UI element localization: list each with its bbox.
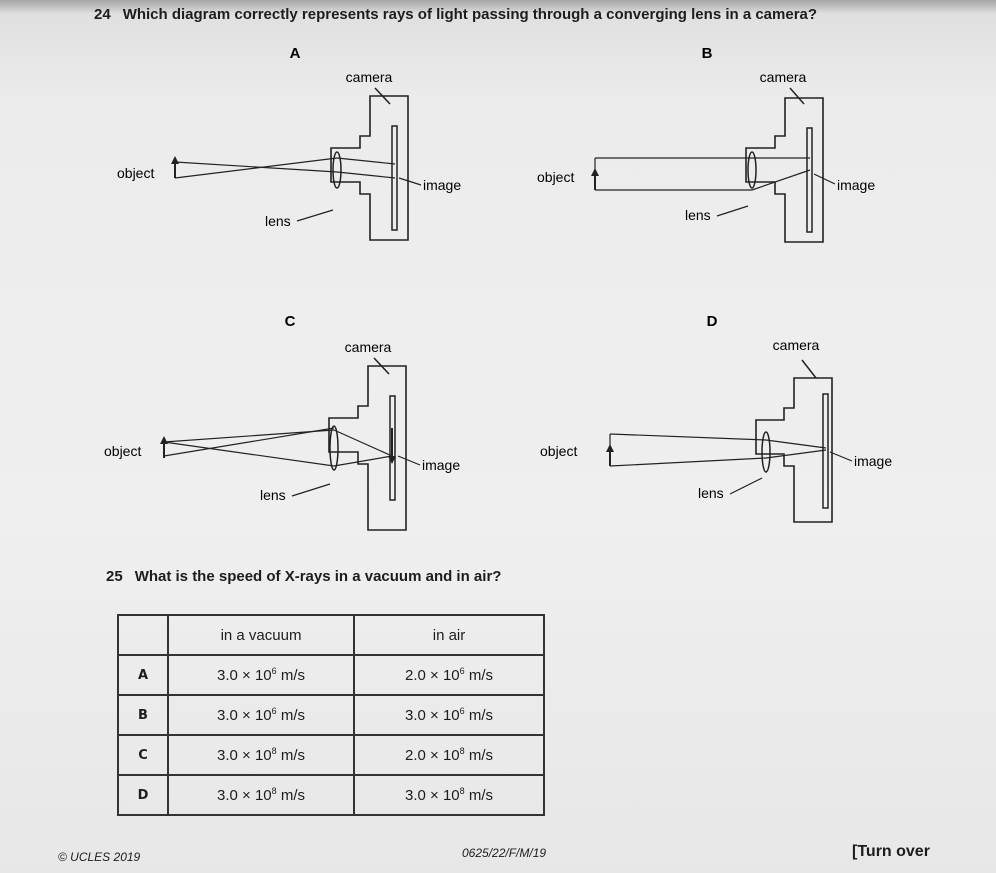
lens-leader-line [729,477,763,495]
image-label: image [423,177,461,193]
ray [609,457,767,467]
image-label: image [422,457,460,473]
air-value: 3.0 × 106 m/s [353,694,545,736]
diagram-c: C camera object image lens [100,308,480,538]
camera-leader-line [789,87,805,105]
lens-leader-line [291,483,331,497]
diagram-letter: D [707,313,718,330]
diagram-letter: C [285,313,296,330]
ray [163,441,335,467]
option-key: D [117,774,169,816]
vacuum-value: 3.0 × 108 m/s [167,734,355,776]
ray [174,157,338,179]
question-text: Which diagram correctly represents rays … [122,6,818,23]
ray [609,433,767,441]
image-leader-line [397,455,421,466]
question-number: 25 [106,568,123,585]
ray [751,169,811,191]
diagram-letter: A [290,45,301,62]
table-header-cell: in air [353,614,545,656]
lens-leader-line [716,205,749,217]
film [822,393,829,509]
air-value: 2.0 × 106 m/s [353,654,545,696]
lens-label: lens [685,207,711,223]
lens-label: lens [698,485,724,501]
diagram-a: A camera object image lens [105,40,485,270]
object-label: object [104,443,141,459]
object-arrowhead [171,156,179,164]
camera-label: camera [773,337,820,353]
ray [765,439,827,449]
vacuum-value: 3.0 × 106 m/s [167,694,355,736]
ray [336,157,396,165]
image-leader-line [398,177,422,186]
image-leader-line [813,173,836,185]
question-number: 24 [94,6,111,23]
ray [336,171,396,179]
vacuum-value: 3.0 × 106 m/s [167,654,355,696]
table-row: D 3.0 × 108 m/s 3.0 × 108 m/s [117,774,545,816]
film [389,395,396,501]
turn-over-note: [Turn over [852,843,930,860]
ray [765,449,827,459]
air-value: 2.0 × 108 m/s [353,734,545,776]
paper-code: 0625/22/F/M/19 [462,846,547,860]
table-row: A 3.0 × 106 m/s 2.0 × 106 m/s [117,654,545,696]
table-row: C 3.0 × 108 m/s 2.0 × 108 m/s [117,734,545,776]
camera-body [755,377,833,523]
ray [163,429,335,443]
camera-label: camera [760,69,807,85]
lens [747,151,757,189]
object-label: object [537,169,574,185]
table-header-cell [117,614,169,656]
camera-body [328,365,407,531]
page-shadow [0,0,996,14]
ray [163,427,335,457]
question-24: 24 Which diagram correctly represents ray… [94,6,817,23]
camera-body [330,95,409,241]
question-25: 25 What is the speed of X-rays in a vacuu… [106,568,501,585]
camera-body [745,97,824,243]
diagram-d: D camera object image lens [530,308,910,538]
ray [333,455,393,467]
lens-leader-line [296,209,334,222]
question-text: What is the speed of X-rays in a vacuum … [134,568,502,585]
image-arrowhead [388,456,396,464]
air-value: 3.0 × 108 m/s [353,774,545,816]
table-header-row: in a vacuum in air [117,614,545,656]
lens-label: lens [260,487,286,503]
option-key: A [117,654,169,696]
lens [761,431,771,473]
vacuum-value: 3.0 × 108 m/s [167,774,355,816]
answer-table: in a vacuum in air A 3.0 × 106 m/s 2.0 ×… [117,614,545,816]
image-leader-line [829,451,853,462]
table-row: B 3.0 × 106 m/s 3.0 × 106 m/s [117,694,545,736]
film [806,127,813,233]
ray [333,429,393,457]
image-label: image [837,177,875,193]
option-key: B [117,694,169,736]
copyright-footer: © UCLES 2019 [58,850,141,864]
diagram-letter: B [702,45,713,62]
camera-label: camera [346,69,393,85]
option-key: C [117,734,169,776]
image-label: image [854,453,892,469]
lens-label: lens [265,213,291,229]
table-header-cell: in a vacuum [167,614,355,656]
object-label: object [540,443,577,459]
lens [329,425,339,471]
lens [332,151,342,189]
ray [174,161,338,173]
camera-label: camera [345,339,392,355]
camera-leader-line [801,359,817,379]
diagram-b: B camera object image lens [525,40,905,270]
object-label: object [117,165,154,181]
